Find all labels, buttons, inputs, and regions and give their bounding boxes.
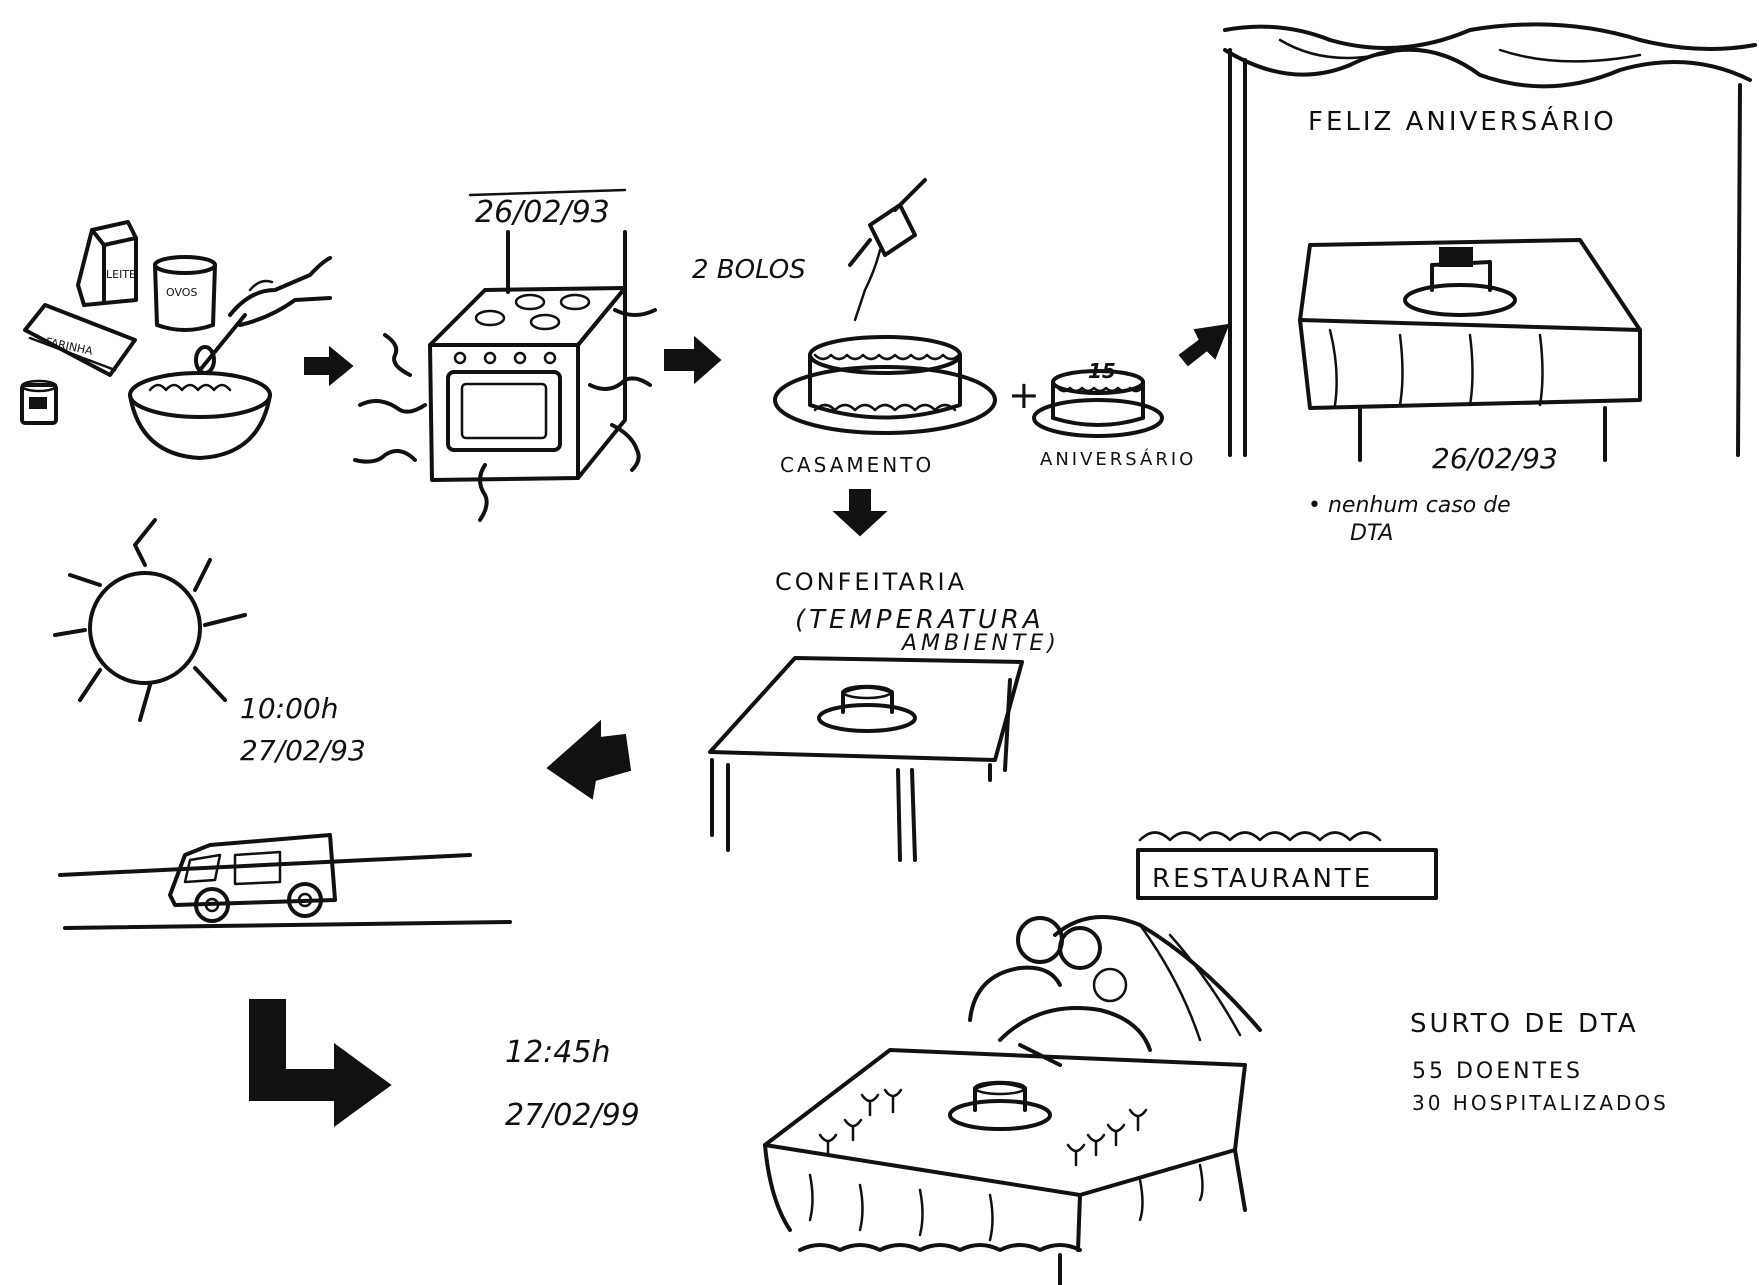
- eggs-jar-icon: OVOS: [155, 257, 215, 330]
- restaurant-sign: RESTAURANTE: [1152, 864, 1373, 894]
- hospitalized-count: 30 HOSPITALIZADOS: [1412, 1091, 1669, 1115]
- small-can-icon: [22, 381, 56, 423]
- party-date: 26/02/93: [1432, 442, 1558, 475]
- stove-illustration: 26/02/93: [355, 190, 655, 520]
- flow-arrow-3: [1180, 325, 1228, 365]
- delivery-van-illustration: [60, 835, 510, 928]
- bakery-name: CONFEITARIA: [775, 568, 967, 596]
- lunch-time: 12:45h: [505, 1035, 610, 1070]
- morning-date: 27/02/93: [240, 734, 366, 767]
- bakery-illustration: CONFEITARIA (TEMPERATURA AMBIENTE): [710, 568, 1060, 860]
- morning-time: 10:00h: [240, 692, 338, 725]
- flow-arrow-down: [835, 490, 885, 535]
- table-cake-number: 15: [1445, 250, 1463, 266]
- flour-bag-icon: FARINHA: [25, 305, 135, 375]
- birthday-cake-label: ANIVERSÁRIO: [1040, 448, 1196, 470]
- birthday-cake-icon: 15 ANIVERSÁRIO: [1034, 359, 1196, 470]
- mixing-bowl-icon: [130, 315, 270, 458]
- ingredients-illustration: LEITE OVOS FARINHA: [22, 222, 330, 458]
- flow-arrow-1: [305, 348, 352, 384]
- birthday-cake-number: 15: [1088, 359, 1116, 383]
- outbreak-title: SURTO DE DTA: [1410, 1009, 1639, 1039]
- flow-arrow-2: [665, 338, 720, 382]
- no-case-note-line2: DTA: [1350, 521, 1393, 546]
- milk-carton-label: LEITE: [106, 268, 136, 281]
- plus-sign: +: [1008, 373, 1040, 417]
- wedding-couple-icon: [970, 917, 1260, 1065]
- lunch-date: 27/02/99: [505, 1098, 640, 1133]
- milk-carton-icon: LEITE: [78, 222, 136, 305]
- flow-arrow-corner: [250, 1000, 390, 1125]
- sick-count: 55 DOENTES: [1412, 1059, 1583, 1084]
- party-banner: FELIZ ANIVERSÁRIO: [1308, 105, 1617, 137]
- sun-illustration: [55, 520, 245, 720]
- eggs-jar-label: OVOS: [166, 286, 197, 299]
- bakery-temperature-line2: AMBIENTE): [900, 631, 1060, 656]
- outbreak-stats: SURTO DE DTA 55 DOENTES 30 HOSPITALIZADO…: [1410, 1009, 1669, 1115]
- wedding-cake-icon: CASAMENTO: [775, 337, 995, 477]
- cakes-illustration: 2 BOLOS CASAMENTO + 15 ANIVERSÁRIO: [692, 180, 1196, 477]
- birthday-party-illustration: FELIZ ANIVERSÁRIO 15 26/02/93 • nenhum c…: [1225, 24, 1755, 546]
- wedding-cake-label: CASAMENTO: [780, 453, 934, 477]
- restaurant-illustration: RESTAURANTE: [765, 833, 1436, 1285]
- flow-arrow-left: [548, 722, 630, 798]
- no-case-note-line1: • nenhum caso de: [1308, 493, 1511, 518]
- two-cakes-label: 2 BOLOS: [692, 255, 806, 285]
- oven-date: 26/02/93: [475, 195, 610, 230]
